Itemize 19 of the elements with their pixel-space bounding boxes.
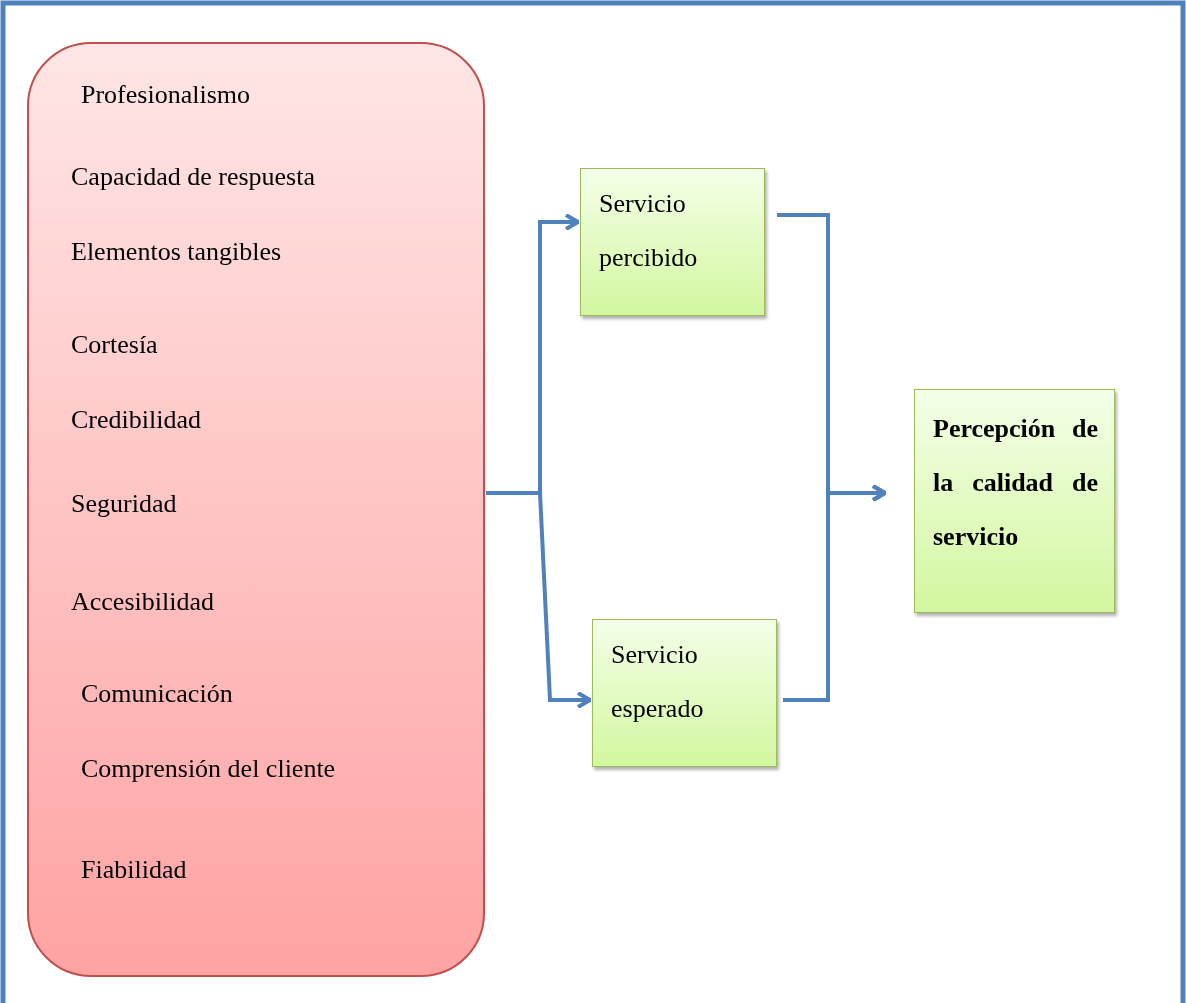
box-label: Servicio esperado (611, 639, 705, 725)
dimension-label: Profesionalismo (81, 80, 250, 110)
arrow (783, 484, 887, 702)
dimension-label: Cortesía (71, 330, 158, 360)
dimension-label: Capacidad de respuesta (71, 162, 315, 192)
dimensions-panel (27, 42, 485, 977)
dimension-label: Comprensión del cliente (81, 754, 336, 784)
dimension-label: Elementos tangibles (71, 237, 282, 267)
arrow (486, 491, 592, 709)
dimension-label: Fiabilidad (81, 855, 187, 885)
dimension-label: Seguridad (71, 489, 177, 519)
box-label: Percepción de la calidad de servicio (933, 413, 1098, 553)
dimension-label: Comunicación (81, 679, 233, 709)
dimension-label: Credibilidad (71, 405, 201, 435)
process-box (914, 389, 1115, 613)
box-label: Servicio percibido (599, 188, 699, 274)
process-box (592, 619, 777, 767)
dimension-label: Accesibilidad (71, 587, 214, 617)
process-box (580, 168, 765, 316)
